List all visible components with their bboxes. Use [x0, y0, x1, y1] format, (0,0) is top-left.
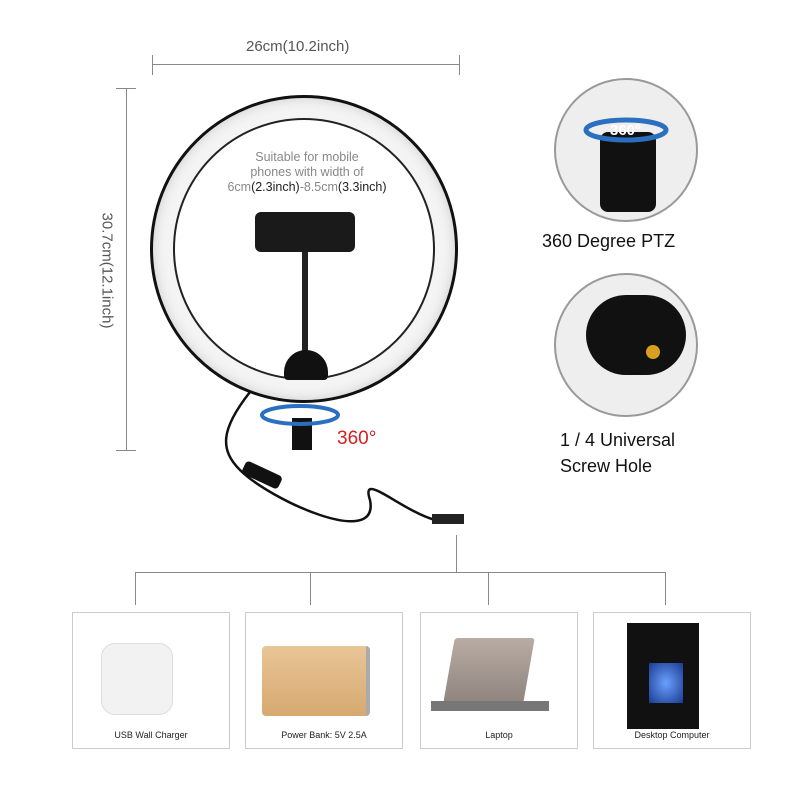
screw-hole-caption: 1 / 4 Universal Screw Hole [560, 427, 675, 479]
note-line: 6cm(2.3inch)-8.5cm(3.3inch) [227, 180, 387, 194]
note-line: Suitable for mobile [255, 150, 359, 164]
caption-line: Screw Hole [560, 456, 653, 476]
connector-line [135, 572, 136, 605]
width-label: 26cm(10.2inch) [246, 38, 350, 55]
dimension-tick [152, 55, 153, 75]
power-source-power-bank: Power Bank: 5V 2.5A [245, 612, 403, 749]
power-source-laptop: Laptop [420, 612, 578, 749]
connector-line [488, 572, 489, 605]
connector-line [310, 572, 311, 605]
power-source-label: Power Bank: 5V 2.5A [281, 730, 367, 740]
ptz-detail-image: 360° [554, 78, 698, 222]
connector-line [135, 572, 666, 573]
power-source-label: Desktop Computer [634, 730, 710, 740]
rotation-arrow-icon [260, 404, 340, 426]
width-dimension-line [152, 64, 460, 65]
ring-base [284, 350, 328, 380]
usb-cable [224, 391, 464, 524]
height-dimension-line [126, 88, 127, 450]
phone-width-note: Suitable for mobile phones with width of… [212, 150, 402, 195]
dimension-tick [116, 88, 136, 89]
gooseneck [302, 252, 308, 352]
power-source-desktop: Desktop Computer [593, 612, 751, 749]
ptz-badge: 360° [610, 122, 642, 139]
dimension-tick [459, 55, 460, 75]
mount-clip [292, 418, 312, 450]
rotation-label: 360° [337, 428, 377, 449]
screw-hole-detail-image [554, 273, 698, 417]
power-source-usb-charger: USB Wall Charger [72, 612, 230, 749]
note-line: phones with width of [250, 165, 364, 179]
rotation-arrow-icon [583, 117, 669, 143]
connector-line [456, 535, 457, 573]
caption-line: 1 / 4 Universal [560, 430, 676, 450]
phone-holder [255, 212, 355, 252]
connector-line [665, 572, 666, 605]
power-source-label: USB Wall Charger [114, 730, 188, 740]
dimension-tick [116, 450, 136, 451]
ptz-caption: 360 Degree PTZ [542, 231, 676, 251]
power-source-label: Laptop [485, 730, 513, 740]
height-label: 30.7cm(12.1inch) [98, 212, 116, 329]
